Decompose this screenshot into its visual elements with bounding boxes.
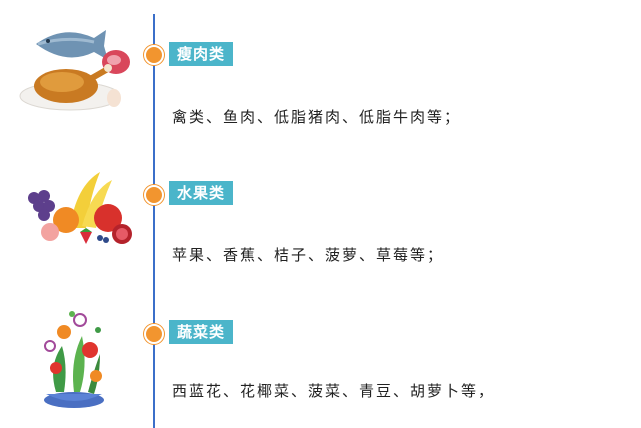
- category-description-meat: 禽类、鱼肉、低脂猪肉、低脂牛肉等；: [172, 108, 462, 126]
- vegetable-salad-icon: [44, 311, 104, 408]
- timeline-line: [153, 14, 155, 428]
- category-tag-fruit: 水果类: [169, 181, 234, 205]
- category-description-fruit: 苹果、香蕉、桔子、菠萝、草莓等；: [172, 246, 445, 264]
- timeline-dot-1: [144, 45, 164, 65]
- timeline-dot-3: [144, 324, 164, 344]
- category-tag-vegetable: 蔬菜类: [169, 320, 234, 344]
- fruit-bowl-icon: [28, 172, 132, 244]
- meat-poultry-fish-icon: [19, 30, 130, 111]
- timeline-dot-2: [144, 185, 164, 205]
- category-description-vegetable: 西蓝花、花椰菜、菠菜、青豆、胡萝卜等，: [172, 382, 496, 400]
- category-tag-meat: 瘦肉类: [169, 42, 234, 66]
